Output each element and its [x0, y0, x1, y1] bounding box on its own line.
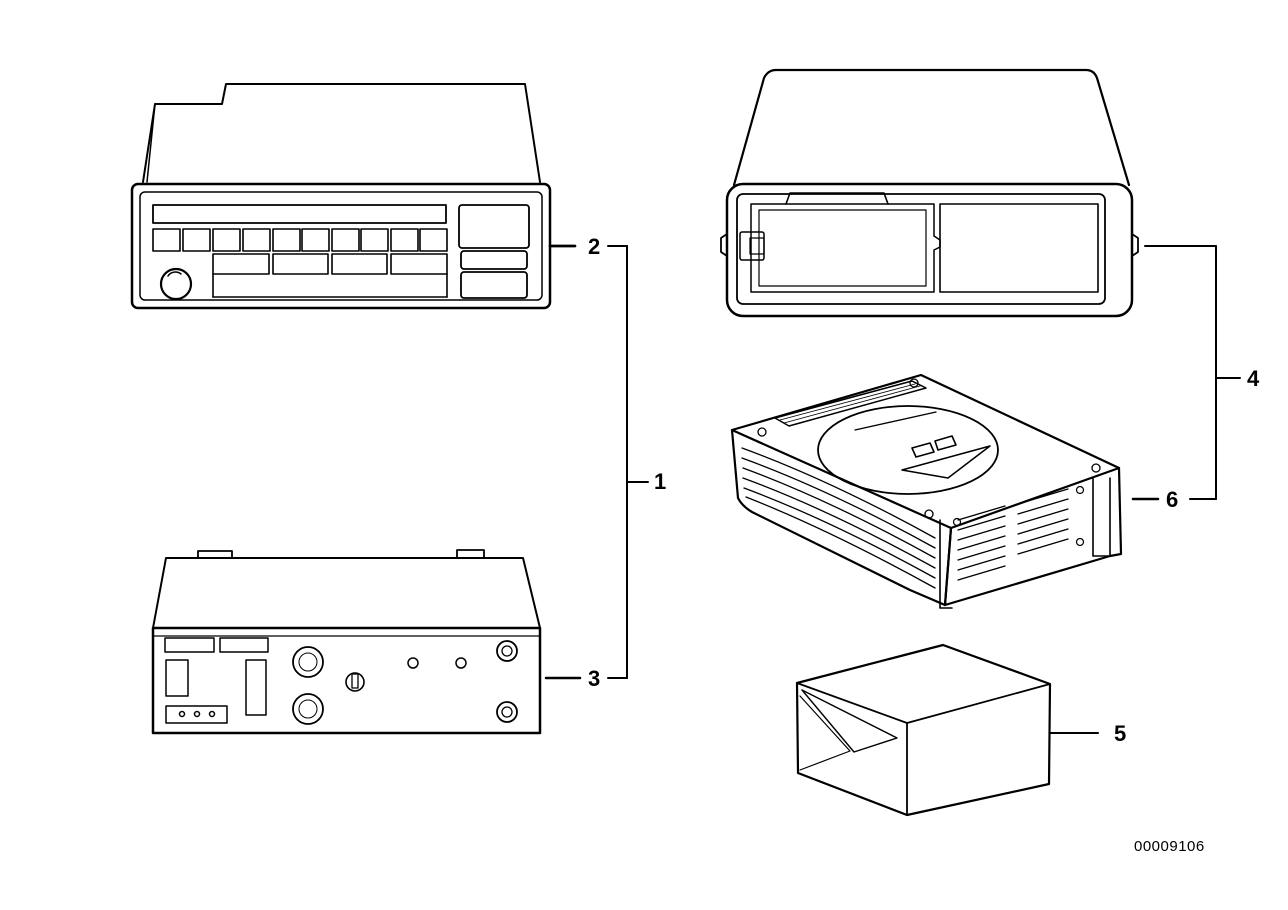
- rear-unit: [151, 549, 542, 735]
- callout-2: 2: [588, 234, 601, 259]
- callout-bracket-4: [1131, 245, 1241, 501]
- callout-6: 6: [1166, 487, 1179, 512]
- cd-changer-case: [720, 68, 1139, 318]
- radio-head-unit: [130, 83, 577, 310]
- callout-bracket-1: [544, 245, 649, 680]
- packaging-box: [795, 643, 1099, 817]
- cd-changer-unit: [730, 373, 1123, 609]
- callout-1: 1: [654, 469, 667, 494]
- callout-3: 3: [588, 666, 601, 691]
- callout-5: 5: [1114, 721, 1127, 746]
- callout-4: 4: [1247, 366, 1260, 391]
- document-number: 00009106: [1134, 838, 1205, 855]
